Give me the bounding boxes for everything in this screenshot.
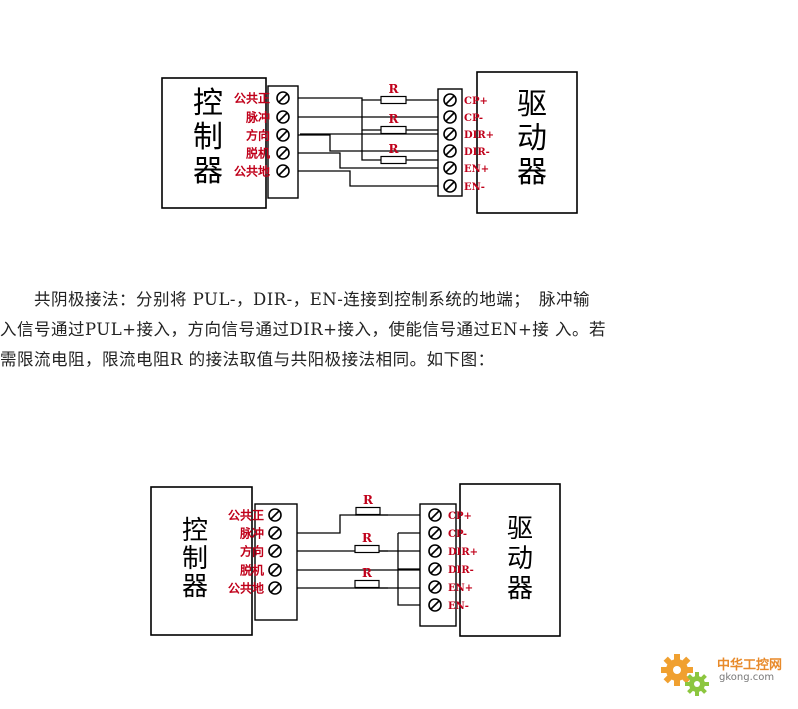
screw-slot (278, 93, 288, 103)
controller-terminal-label: 脉冲 (239, 526, 264, 541)
resistor-label: R (389, 82, 400, 96)
resistor (380, 95, 407, 105)
controller-terminal-label: 方向 (246, 128, 270, 143)
controller-box (161, 77, 267, 209)
resistor-label: R (362, 566, 373, 580)
screw-slot (445, 95, 455, 105)
controller-terminal-label: 公共正 (234, 91, 270, 106)
watermark: 中华工控网 gkong.com (655, 648, 795, 704)
description-line: 需限流电阻，限流电阻R 的接法取值与共阳极接法相同。如下图： (0, 350, 495, 369)
screw-slot (278, 148, 288, 158)
wiring-diagram-bottom: 控 制 器 驱 动 器 公共正 脉冲 方向 脱机 公共地 CP+ CP- DIR… (150, 483, 561, 637)
driver-label-char: 器 (507, 574, 533, 604)
screw-slot (278, 130, 288, 140)
screw-slot (270, 528, 280, 538)
controller-label-char: 制 (193, 120, 223, 155)
driver-terminal-label: CP+ (448, 511, 472, 522)
screw-slot (430, 510, 440, 520)
screw-slot (270, 565, 280, 575)
screw-slot (278, 112, 288, 122)
screw-slot (270, 583, 280, 593)
driver-box (476, 71, 578, 214)
screw-slot (270, 510, 280, 520)
resistor-label: R (363, 493, 374, 507)
driver-terminal-label: CP- (448, 529, 467, 540)
wire (298, 134, 438, 152)
resistor-label: R (389, 142, 400, 156)
controller-terminal-label: 公共正 (228, 508, 264, 523)
driver-terminal-label: EN- (464, 182, 485, 193)
screw-slot (445, 129, 455, 139)
driver-label-char: 动 (517, 121, 547, 156)
screw-slot (445, 163, 455, 173)
controller-label-char: 控 (193, 86, 223, 121)
driver-label-char: 器 (517, 155, 547, 190)
driver-label-char: 动 (507, 544, 533, 574)
wire (361, 130, 438, 161)
resistor-label: R (389, 112, 400, 126)
watermark-url: gkong.com (719, 672, 775, 683)
screw-slot (430, 600, 440, 610)
driver-terminal-label: CP- (464, 113, 483, 124)
wire (298, 97, 438, 101)
driver-terminal-label: CP+ (464, 96, 488, 107)
driver-terminal-label: EN+ (448, 583, 473, 594)
controller-label-char: 器 (182, 572, 208, 602)
screw-slot (445, 181, 455, 191)
controller-terminal-label: 脱机 (246, 146, 270, 161)
controller-terminal-label: 脱机 (240, 563, 264, 578)
driver-terminal-label: DIR- (448, 565, 474, 576)
screw-slot (445, 146, 455, 156)
driver-terminal-label: EN+ (464, 164, 489, 175)
controller-terminal-label: 公共地 (234, 164, 270, 179)
description-line: 共阴极接法：分别将 PUL-，DIR-，EN-连接到控制系统的地端； 脉冲输 (0, 290, 591, 309)
controller-label-char: 器 (193, 154, 223, 189)
driver-terminal-label: DIR- (464, 147, 490, 158)
driver-terminal-strip (437, 88, 463, 197)
screw-slot (430, 564, 440, 574)
resistor (354, 544, 380, 554)
driver-terminal-label: EN- (448, 601, 469, 612)
screw-slot (278, 166, 288, 176)
resistor (380, 125, 407, 135)
resistor (380, 155, 407, 165)
driver-terminal-label: DIR+ (464, 130, 494, 141)
screw-slot (430, 528, 440, 538)
description-paragraph: 共阴极接法：分别将 PUL-，DIR-，EN-连接到控制系统的地端； 脉冲输 入… (0, 285, 798, 375)
gear-logo-icon (661, 654, 709, 696)
screw-slot (430, 582, 440, 592)
wire (297, 514, 420, 534)
wire (298, 152, 438, 169)
screw-slot (445, 112, 455, 122)
wiring-diagram-top: 控 制 器 驱 动 器 公共正 脉冲 方向 脱机 公共地 CP+ CP- DIR… (161, 71, 578, 214)
driver-label-char: 驱 (517, 87, 547, 122)
controller-terminal-label: 方向 (240, 544, 264, 559)
controller-label-char: 控 (182, 516, 208, 546)
resistor (354, 579, 380, 589)
description-line: 入信号通过PUL+接入，方向信号通过DIR+接入，使能信号通过EN+接 入。若 (0, 320, 607, 339)
screw-slot (270, 546, 280, 556)
controller-label-char: 制 (182, 544, 208, 574)
wire (361, 100, 438, 131)
watermark-name: 中华工控网 (717, 658, 783, 673)
driver-terminal-label: DIR+ (448, 547, 478, 558)
screw-slot (430, 546, 440, 556)
resistor (355, 506, 381, 516)
controller-box (150, 486, 253, 636)
driver-box (459, 483, 561, 637)
wire (397, 533, 420, 606)
controller-terminal-label: 脉冲 (245, 110, 270, 125)
resistor-label: R (362, 531, 373, 545)
controller-terminal-strip (254, 503, 298, 621)
driver-label-char: 驱 (507, 514, 533, 544)
wire (298, 170, 438, 187)
controller-terminal-label: 公共地 (228, 581, 264, 596)
